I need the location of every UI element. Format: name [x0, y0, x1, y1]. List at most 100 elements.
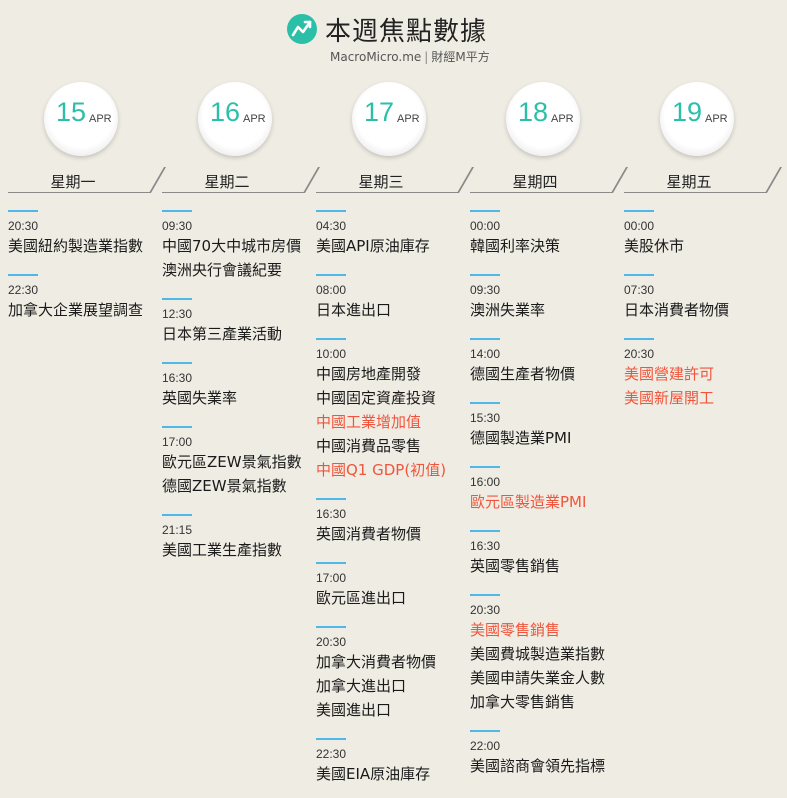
event-item[interactable]: 日本進出口: [316, 301, 392, 319]
event-item[interactable]: 加拿大企業展望調查: [8, 301, 144, 319]
event-item[interactable]: 美國紐約製造業指數: [8, 237, 144, 255]
event-item[interactable]: 中國消費品零售: [316, 437, 422, 455]
event-item[interactable]: 加拿大零售銷售: [470, 693, 576, 711]
time-marker: [470, 530, 500, 532]
event-item[interactable]: 澳洲央行會議紀要: [162, 261, 283, 279]
event-time: 16:00: [470, 475, 501, 489]
date-day: 16: [210, 97, 241, 127]
time-marker: [470, 466, 500, 468]
time-marker: [8, 210, 38, 212]
event-item[interactable]: 日本第三產業活動: [162, 325, 283, 343]
weekday-label: 星期五: [666, 173, 712, 191]
time-marker: [470, 338, 500, 340]
event-item[interactable]: 美國EIA原油庫存: [316, 765, 431, 783]
event-time: 09:30: [162, 219, 193, 233]
weekday-header: 星期五: [624, 167, 782, 193]
event-time: 00:00: [470, 219, 501, 233]
time-marker: [624, 210, 654, 212]
event-item[interactable]: 德國生產者物價: [470, 365, 576, 383]
event-item[interactable]: 中國固定資產投資: [316, 389, 437, 407]
time-marker: [470, 274, 500, 276]
event-item[interactable]: 美國零售銷售: [470, 621, 561, 639]
time-marker: [470, 594, 500, 596]
event-item[interactable]: 歐元區進出口: [316, 589, 407, 607]
event-item[interactable]: 加拿大進出口: [316, 677, 407, 695]
date-day: 19: [672, 97, 703, 127]
event-time: 20:30: [8, 219, 39, 233]
event-item[interactable]: 英國零售銷售: [470, 557, 561, 575]
event-item[interactable]: 美國營建許可: [624, 365, 715, 383]
event-time: 17:00: [162, 435, 193, 449]
time-slot: 20:30 美國紐約製造業指數: [8, 206, 168, 258]
event-item[interactable]: 英國消費者物價: [316, 525, 422, 543]
weekday-header: 星期三: [316, 167, 474, 193]
time-slot: 16:30 英國失業率: [162, 358, 322, 410]
event-item[interactable]: 美股休市: [624, 237, 685, 255]
date-month: APR: [705, 113, 728, 125]
event-item[interactable]: 美國申請失業金人數: [470, 669, 606, 687]
event-time: 22:30: [316, 747, 347, 761]
event-item[interactable]: 德國ZEW景氣指數: [162, 477, 287, 495]
time-marker: [470, 210, 500, 212]
event-item[interactable]: 美國費城製造業指數: [470, 645, 606, 663]
event-item[interactable]: 英國失業率: [162, 389, 238, 407]
header-divider: [764, 167, 782, 193]
site-name: MacroMicro.me: [330, 50, 422, 64]
event-time: 17:00: [316, 571, 347, 585]
event-item[interactable]: 中國房地產開發: [316, 365, 422, 383]
event-time: 14:00: [470, 347, 501, 361]
time-marker: [162, 298, 192, 300]
time-marker: [316, 338, 346, 340]
event-item[interactable]: 澳洲失業率: [470, 301, 546, 319]
event-time: 20:30: [470, 603, 501, 617]
event-time: 16:30: [316, 507, 347, 521]
time-marker: [470, 730, 500, 732]
time-marker: [162, 210, 192, 212]
date-month: APR: [397, 113, 420, 125]
event-item[interactable]: 中國70大中城市房價: [162, 237, 302, 255]
event-item[interactable]: 美國進出口: [316, 701, 392, 719]
event-item[interactable]: 中國工業增加值: [316, 413, 422, 431]
date-month: APR: [551, 113, 574, 125]
time-marker: [470, 402, 500, 404]
time-marker: [316, 738, 346, 740]
weekday-header: 星期四: [470, 167, 628, 193]
time-marker: [316, 498, 346, 500]
event-time: 12:30: [162, 307, 193, 321]
event-time: 16:30: [162, 371, 193, 385]
event-item[interactable]: 加拿大消費者物價: [316, 653, 437, 671]
event-item[interactable]: 德國製造業PMI: [470, 429, 572, 447]
subtitle-separator: |: [424, 50, 429, 64]
event-item[interactable]: 美國諮商會領先指標: [470, 757, 606, 775]
event-item[interactable]: 美國工業生產指數: [162, 541, 283, 559]
event-item[interactable]: 歐元區製造業PMI: [470, 493, 587, 511]
event-item[interactable]: 中國Q1 GDP(初值): [316, 461, 447, 479]
event-list: 09:30 中國70大中城市房價澳洲央行會議紀要 12:30 日本第三產業活動 16:3…: [162, 206, 322, 574]
time-slot: 09:30 中國70大中城市房價澳洲央行會議紀要: [162, 206, 322, 282]
date-day: 17: [364, 97, 395, 127]
event-item[interactable]: 美國API原油庫存: [316, 237, 430, 255]
weekday-label: 星期一: [50, 173, 96, 191]
time-slot: 16:30 英國消費者物價: [316, 494, 476, 546]
event-item[interactable]: 歐元區ZEW景氣指數: [162, 453, 302, 471]
event-item[interactable]: 日本消費者物價: [624, 301, 730, 319]
event-item[interactable]: 韓國利率決策: [470, 237, 561, 255]
event-item[interactable]: 美國新屋開工: [624, 389, 715, 407]
time-marker: [8, 274, 38, 276]
